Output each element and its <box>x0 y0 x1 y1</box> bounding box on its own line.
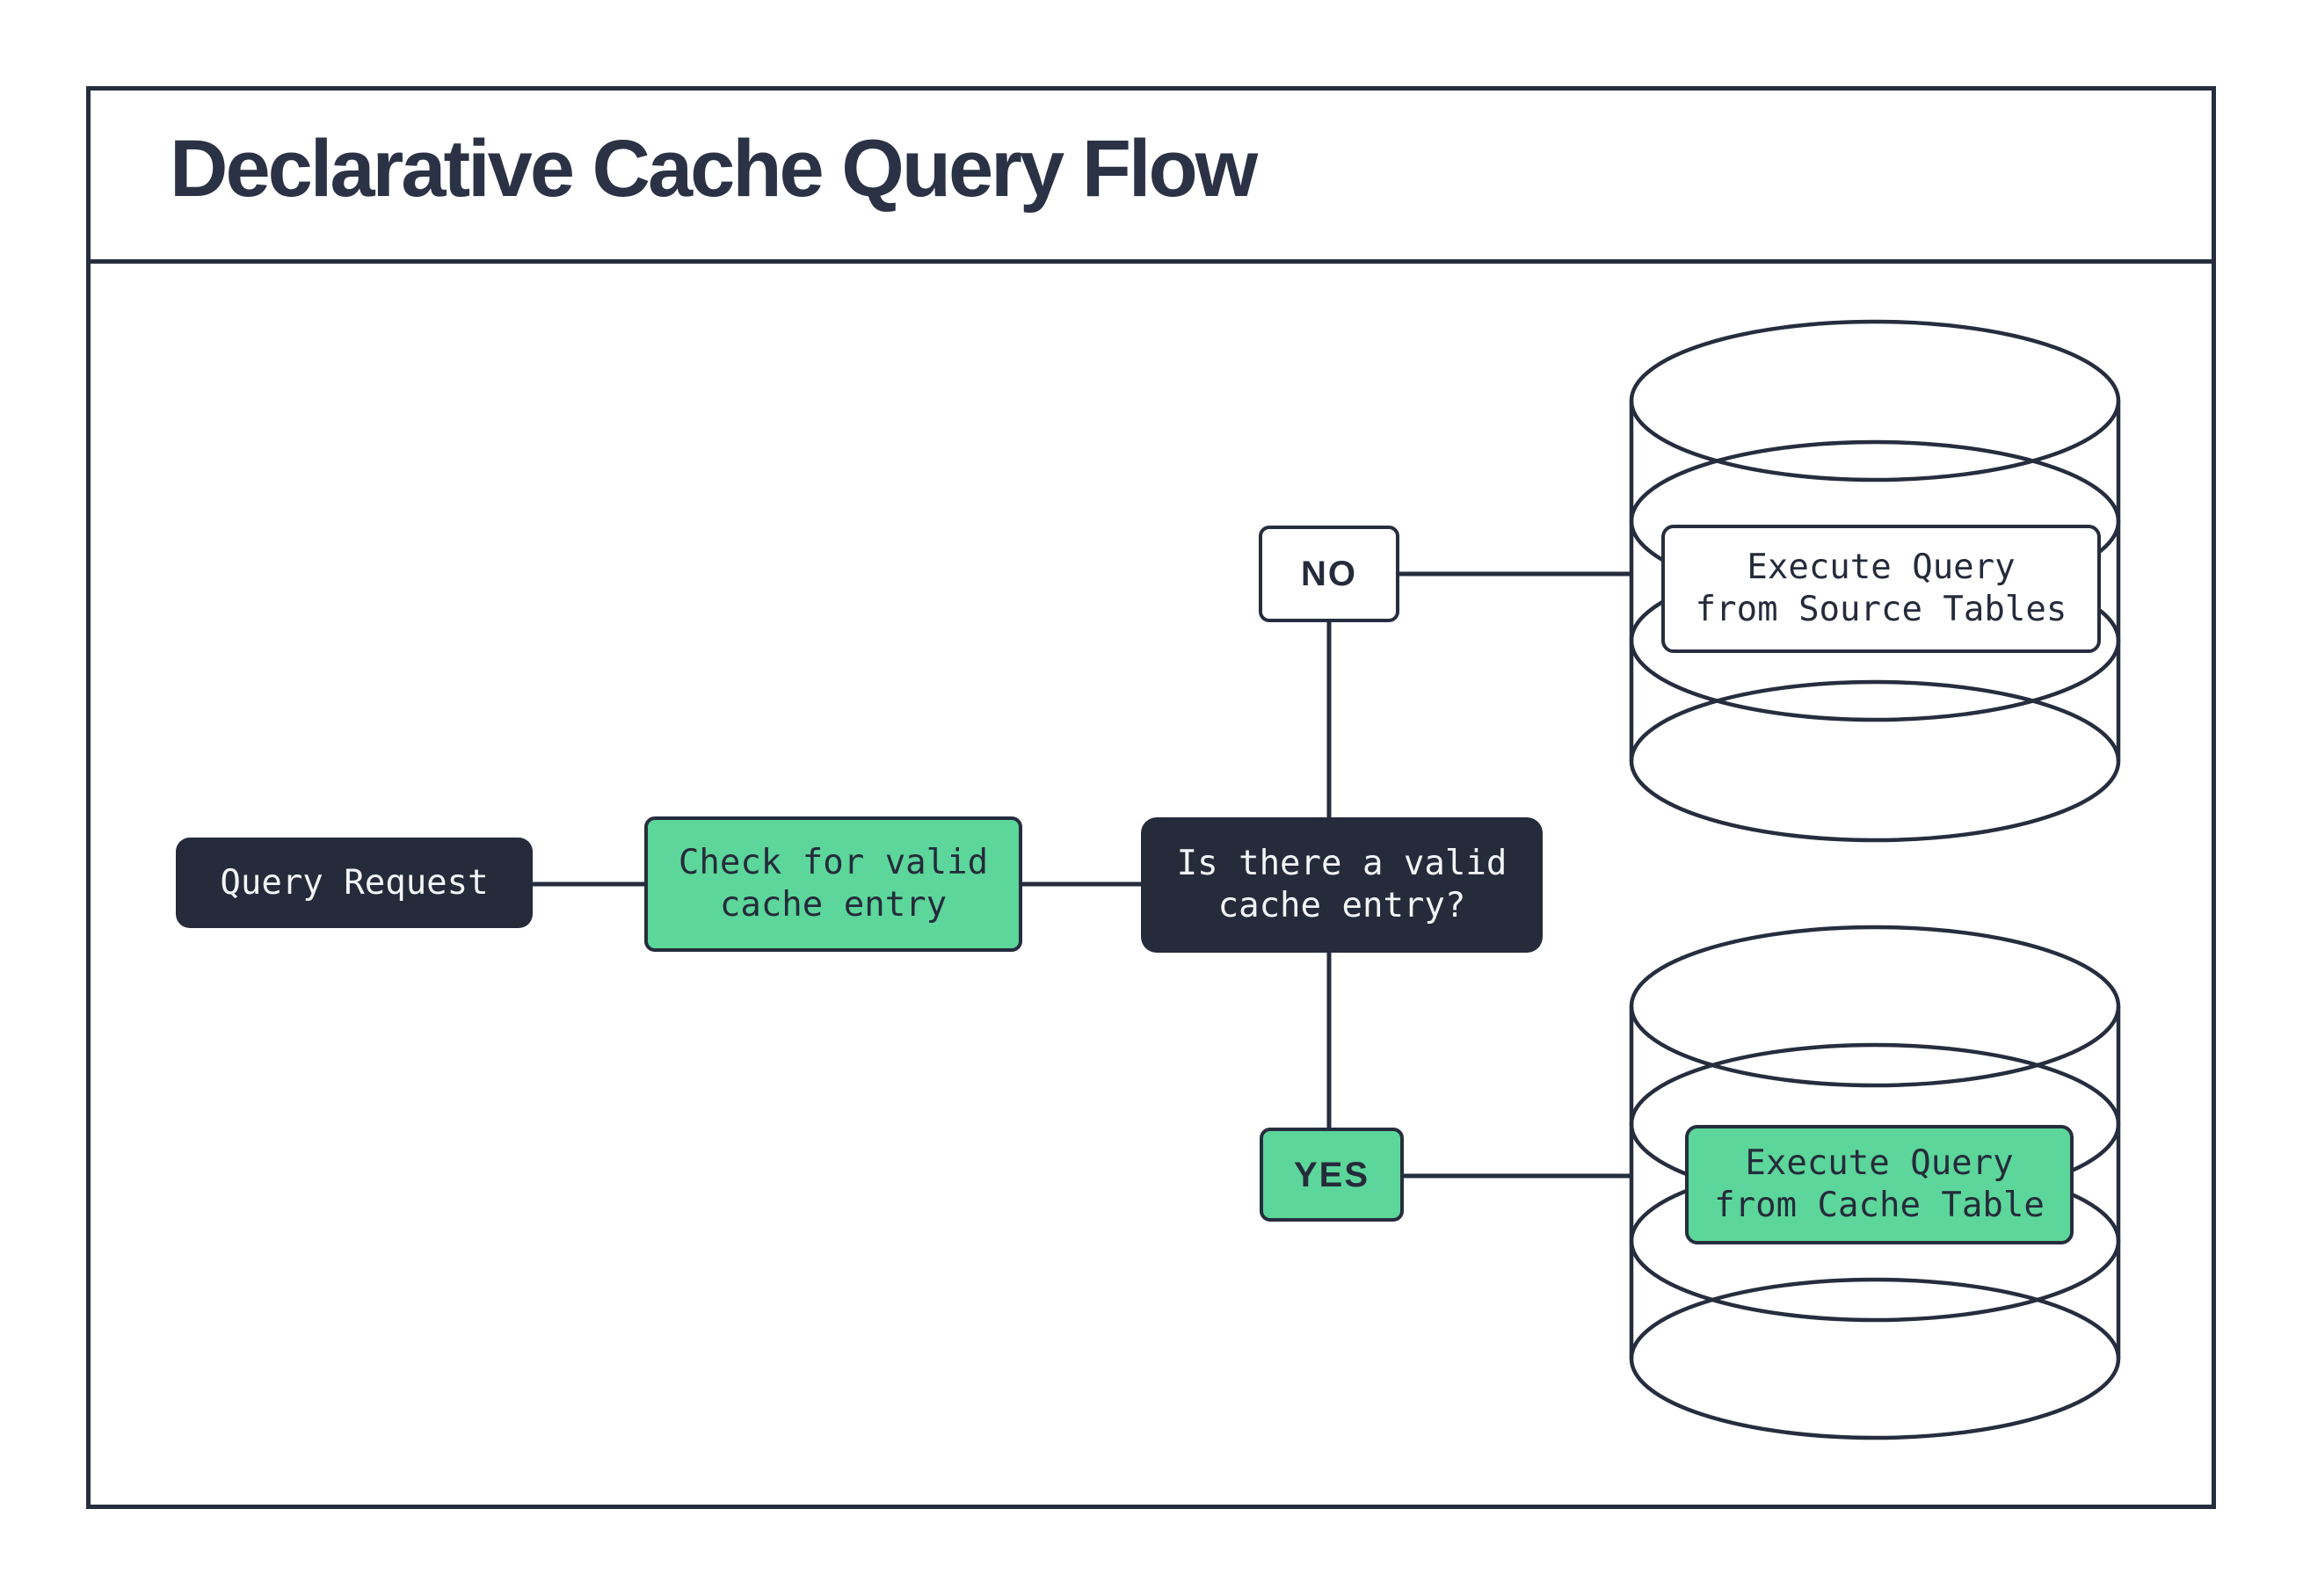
node-execute-source-line2: from Source Tables <box>1695 590 2067 629</box>
node-check-cache-line1: Check for valid <box>678 843 989 882</box>
node-check-cache-line2: cache entry <box>719 885 948 925</box>
node-execute-cache-line2: from Cache Table <box>1714 1186 2045 1225</box>
node-query-request: Query Request <box>176 838 533 928</box>
diagram-frame <box>86 86 2216 1509</box>
node-decision-line1: Is there a valid <box>1176 844 1507 883</box>
node-query-request-label: Query Request <box>220 862 489 903</box>
edge-label-yes-text: YES <box>1293 1155 1370 1194</box>
header-divider <box>86 259 2216 264</box>
edge-label-yes: YES <box>1260 1128 1404 1222</box>
edge-label-no: NO <box>1259 526 1399 622</box>
page-title: Declarative Cache Query Flow <box>170 124 1258 214</box>
edge-label-no-text: NO <box>1301 555 1357 593</box>
node-execute-source-line1: Execute Query <box>1747 548 2016 587</box>
node-decision-valid-cache: Is there a valid cache entry? <box>1141 817 1543 953</box>
node-execute-cache-table: Execute Query from Cache Table <box>1685 1125 2074 1244</box>
node-check-cache: Check for valid cache entry <box>644 816 1022 952</box>
node-execute-cache-line1: Execute Query <box>1745 1143 2014 1183</box>
node-execute-source-tables: Execute Query from Source Tables <box>1661 525 2101 653</box>
cache-database-cylinder-icon <box>1629 925 2121 1440</box>
node-decision-line2: cache entry? <box>1217 886 1466 925</box>
